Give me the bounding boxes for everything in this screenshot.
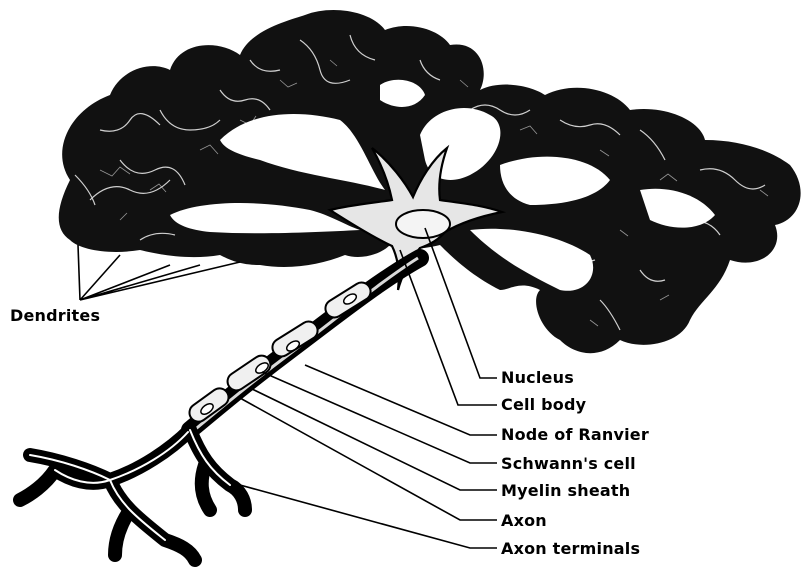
nucleus [396, 210, 450, 238]
leader-myelin-sheath [250, 388, 497, 490]
leader-schwanns-cell [262, 372, 497, 463]
leader-axon-terminals [240, 485, 497, 548]
axon-terminal-branches [20, 430, 245, 560]
label-cell-body: Cell body [501, 396, 586, 414]
label-axon-terminals: Axon terminals [501, 540, 640, 558]
leader-node-of-ranvier [305, 365, 497, 435]
label-schwanns-cell: Schwann's cell [501, 455, 636, 473]
leader-axon [240, 398, 497, 520]
axon [186, 258, 420, 432]
label-axon: Axon [501, 512, 547, 530]
label-node-of-ranvier: Node of Ranvier [501, 426, 649, 444]
label-nucleus: Nucleus [501, 369, 574, 387]
label-myelin-sheath: Myelin sheath [501, 482, 630, 500]
label-dendrites: Dendrites [10, 307, 100, 325]
axon-terminals [20, 430, 245, 560]
leader-lines [78, 228, 497, 548]
